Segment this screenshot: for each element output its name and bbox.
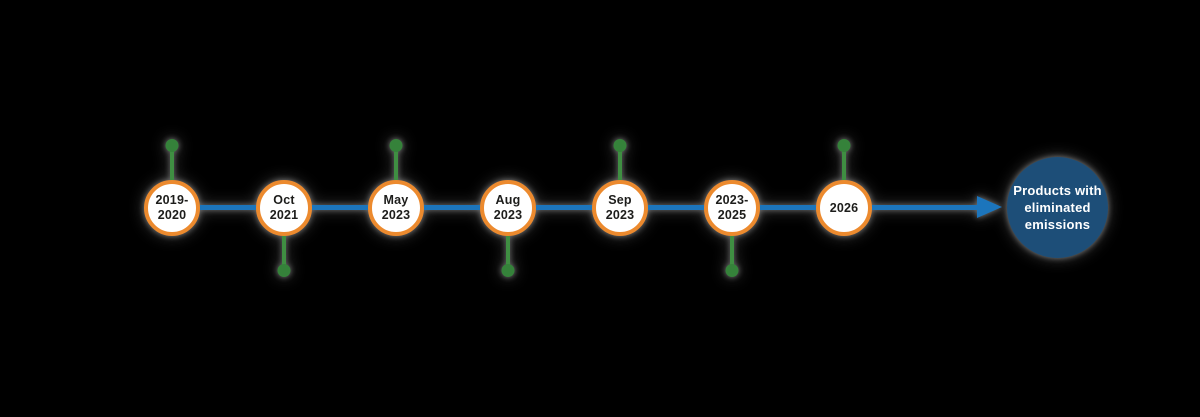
milestone-label: Sep (608, 193, 632, 208)
milestone-label: 2019- (155, 193, 189, 208)
connector-dot-icon (837, 139, 851, 152)
milestone-label: 2021 (269, 208, 299, 222)
milestone-label: 2023- (715, 193, 749, 208)
milestone-2026: 2026 (816, 139, 872, 236)
connector-stem (501, 234, 515, 277)
milestone-circle: 2026 (816, 180, 872, 236)
milestone-circle: Aug 2023 (480, 180, 536, 236)
milestone-label: 2026 (829, 200, 859, 215)
end-node-label: eliminated (1024, 199, 1091, 215)
milestone-circle: 2023- 2025 (704, 180, 760, 236)
milestone-label: Aug (495, 193, 521, 208)
connector-stem (277, 234, 291, 277)
milestone-may-2023: May 2023 (368, 139, 424, 236)
milestone-label: 2023 (381, 208, 411, 222)
milestone-sep-2023: Sep 2023 (592, 139, 648, 236)
arrow-right-icon (977, 196, 1002, 218)
milestone-circle: May 2023 (368, 180, 424, 236)
connector-dot-icon (725, 264, 739, 277)
milestone-circle: 2019- 2020 (144, 180, 200, 236)
milestone-label: 2025 (717, 208, 747, 222)
milestone-label: May (383, 193, 409, 208)
connector-stem (613, 139, 627, 182)
timeline-line (172, 205, 984, 210)
milestone-circle: Oct 2021 (256, 180, 312, 236)
milestone-label: 2023 (605, 208, 635, 222)
connector-dot-icon (389, 139, 403, 152)
milestone-2019-2020: 2019- 2020 (144, 139, 200, 236)
connector-dot-icon (165, 139, 179, 152)
end-node-products-with-eliminated-emissions: Products with eliminated emissions (1007, 157, 1108, 258)
milestone-oct-2021: Oct 2021 (256, 180, 312, 277)
connector-dot-icon (277, 264, 291, 277)
connector-dot-icon (501, 264, 515, 277)
milestone-label: 2023 (493, 208, 523, 222)
connector-stem (389, 139, 403, 182)
milestone-label: 2020 (157, 208, 187, 222)
milestone-label: Oct (273, 193, 295, 208)
milestone-circle: Sep 2023 (592, 180, 648, 236)
connector-dot-icon (613, 139, 627, 152)
end-node-label: Products with (1013, 182, 1102, 198)
connector-stem (165, 139, 179, 182)
connector-stem (837, 139, 851, 182)
connector-stem (725, 234, 739, 277)
milestone-aug-2023: Aug 2023 (480, 180, 536, 277)
milestone-2023-2025: 2023- 2025 (704, 180, 760, 277)
end-node-label: emissions (1024, 217, 1091, 233)
